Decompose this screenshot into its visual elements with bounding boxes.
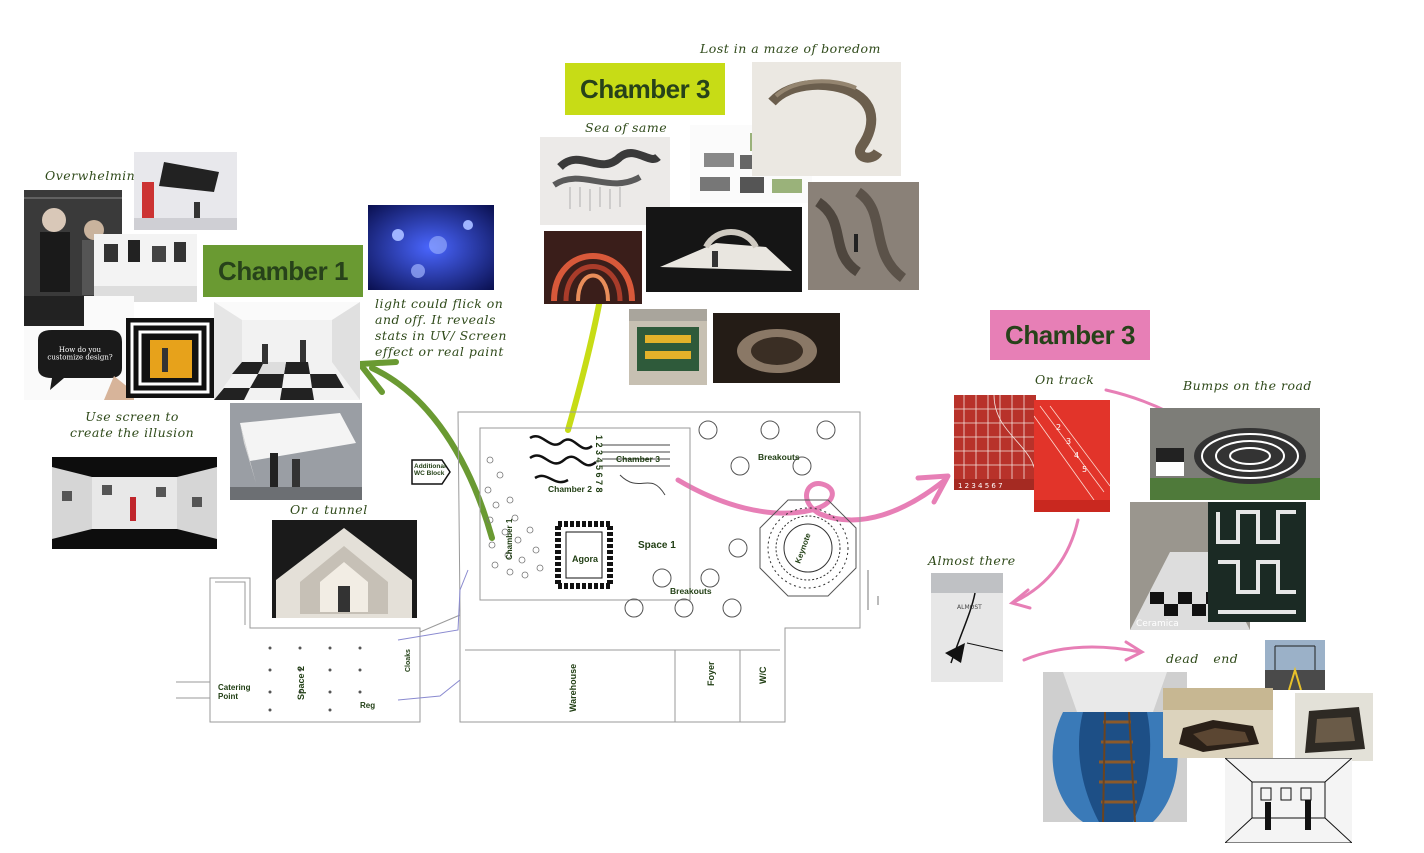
photo-screen-room [52, 457, 217, 549]
chamber3-right-label: Chamber 3 [990, 310, 1150, 360]
svg-text:3: 3 [1066, 437, 1071, 446]
photo-stage-red [134, 152, 237, 230]
agora-frame [555, 521, 613, 589]
photo-corridor-maze [808, 182, 919, 290]
photo-checker-room [214, 302, 360, 400]
photo-lamp-road [1265, 640, 1325, 690]
svg-text:5: 5 [1082, 465, 1087, 474]
photo-almost-floor: ALMOST [931, 573, 1003, 682]
pink-arrow-deadend [1022, 645, 1142, 662]
space2-seating [268, 646, 362, 712]
photo-gallery-hanging [94, 234, 197, 302]
note-light-flick: light could flick on and off. It reveals… [375, 296, 507, 359]
note-overwhelming: Overwhelming [45, 168, 144, 183]
note-almost-there: Almost there [928, 553, 1016, 568]
note-on-track: On track [1035, 372, 1095, 387]
photo-crowd-overwhelming [24, 190, 122, 300]
photo-bridge-illusion [1043, 672, 1187, 822]
plan-keynote-label: Keynote [793, 531, 812, 564]
photo-hole-hallway [1163, 688, 1273, 758]
photo-bw-room [1225, 758, 1352, 843]
track-numbers-label: 1 2 3 4 5 6 7 8 [594, 435, 604, 493]
ceramica-text: Ceramica [1136, 619, 1179, 629]
plan-chamber1-label: Chamber 1 [505, 518, 514, 560]
wc-block-shape [411, 459, 451, 485]
chamber2-walls [529, 435, 597, 484]
chamber1-seating [484, 456, 544, 579]
photo-playground-maze [629, 309, 707, 385]
plan-foyer-label: Foyer [706, 661, 716, 686]
plan-wc-label: W/C [758, 666, 768, 684]
track-numbers-text: 1 2 3 4 5 6 7 [958, 482, 1003, 490]
photo-stripes-room [126, 318, 214, 398]
pink-arrow-main-head [915, 473, 951, 505]
almost-text: ALMOST [957, 604, 982, 611]
green-arrow-head [357, 359, 399, 395]
photo-tilted-box [230, 403, 362, 500]
photo-blue-wall [368, 205, 494, 290]
keynote-seating [767, 507, 849, 589]
plan-reg-label: Reg [360, 701, 375, 710]
photo-tunnel [272, 520, 417, 618]
plan-agora-label: Agora [572, 554, 599, 564]
note-tunnel: Or a tunnel [290, 502, 368, 517]
plan-chamber2-label: Chamber 2 [548, 484, 592, 494]
note-lost-maze: Lost in a maze of boredom [700, 41, 881, 56]
note-sea-of-same: Sea of same [585, 120, 668, 135]
plan-breakouts-top-label: Breakouts [758, 452, 800, 462]
photo-spiral-bumps [1150, 408, 1320, 500]
photo-curled-ribbon [752, 62, 901, 176]
photo-exhibit-dark [646, 207, 802, 292]
plan-cloaks-label: Cloaks [405, 649, 412, 672]
pink-arrow-almost [1012, 518, 1080, 604]
breakout-tables [624, 420, 836, 618]
photo-maze-pattern [1208, 502, 1306, 622]
plan-space2-label: Space 2 [296, 666, 306, 700]
photo-red-arches [544, 231, 642, 304]
plan-space1-label: Space 1 [638, 540, 676, 551]
note-bumps: Bumps on the road [1183, 378, 1312, 393]
plan-warehouse-label: Warehouse [568, 664, 578, 712]
chamber3-walls [602, 444, 670, 496]
pink-arrow-deadend-head [1124, 640, 1146, 662]
pink-arrow-almost-head [1008, 588, 1032, 610]
photo-round-room [713, 313, 840, 383]
chamber3-top-label: Chamber 3 [565, 63, 725, 115]
note-dead-end: dead end [1166, 651, 1239, 666]
photo-track-grid: 1 2 3 4 5 6 7 [954, 395, 1036, 490]
chamber1-label: Chamber 1 [203, 245, 363, 297]
note-use-screen: Use screen to create the illusion [70, 409, 195, 440]
plan-breakouts-bottom-label: Breakouts [670, 586, 712, 596]
plan-chamber3-label: Chamber 3 [616, 454, 660, 464]
photo-pit-corner [1295, 693, 1373, 761]
svg-text:2: 2 [1056, 423, 1061, 432]
svg-text:4: 4 [1074, 451, 1079, 460]
